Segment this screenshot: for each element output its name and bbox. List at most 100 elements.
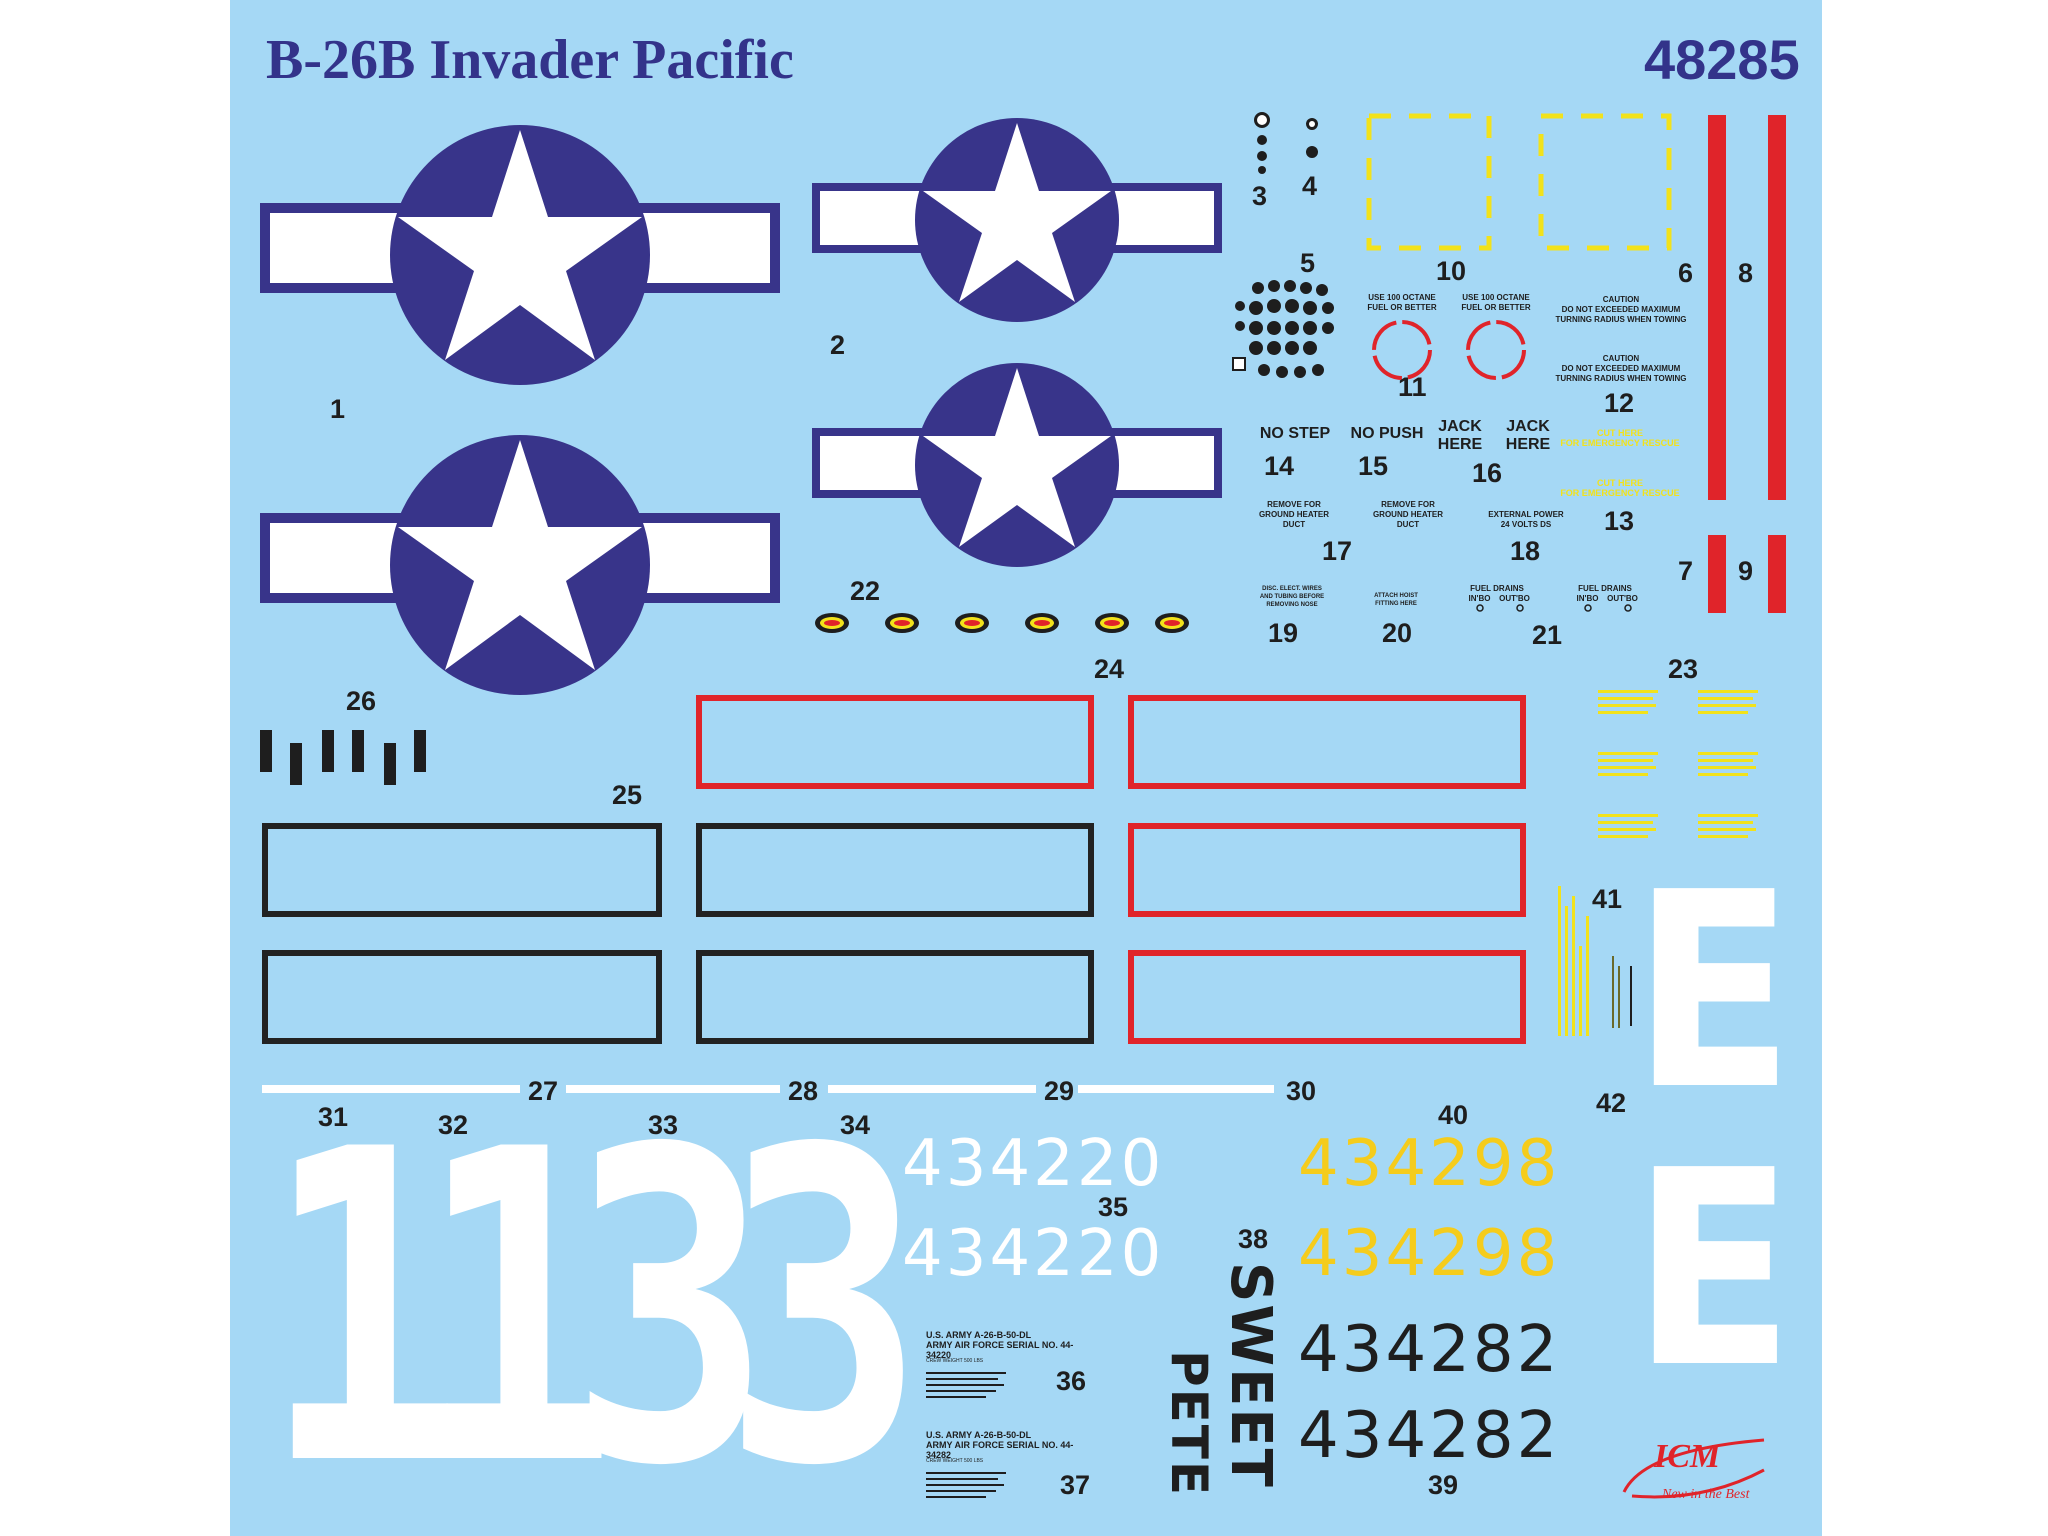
decal-number-20: 20 (1382, 618, 1413, 648)
inbo-label-2: IN'BO (1576, 594, 1599, 603)
caution-placard-2: CAUTION DO NOT EXCEEDED MAXIMUM TURNING … (1555, 354, 1687, 383)
serial-yellow-2: 434298 (1298, 1217, 1561, 1291)
letter-e-bottom: E (1632, 1112, 1795, 1427)
decal-number-3: 3 (1252, 181, 1268, 211)
decal-number-9: 9 (1738, 556, 1754, 586)
decal-number-21: 21 (1532, 620, 1563, 650)
cut-here-1: CUT HERE FOR EMERGENCY RESCUE (1560, 428, 1680, 448)
decal-number-2: 2 (830, 330, 846, 360)
decal-number-28: 28 (780, 1078, 827, 1105)
decal-number-5: 5 (1300, 248, 1316, 278)
decal-number-27: 27 (520, 1078, 567, 1105)
decal-number-31: 31 (318, 1102, 349, 1132)
serial-yellow-1: 434298 (1298, 1127, 1561, 1201)
no-push-stencil: NO PUSH (1350, 425, 1424, 442)
decal-number-26: 26 (346, 686, 377, 716)
crew-weight-text-1: CREW WEIGHT 500 LBS (926, 1358, 984, 1364)
red-stripe-8 (1768, 115, 1786, 500)
army-data-block-2: U.S. ARMY A-26-B-50-DL ARMY AIR FORCE SE… (926, 1430, 1074, 1460)
crew-weight-text-2: CREW WEIGHT 500 LBS (926, 1458, 984, 1464)
sweet-nose-art: SWEET (1218, 1262, 1283, 1489)
serial-black-1: 434282 (1298, 1313, 1561, 1387)
decal-number-37: 37 (1060, 1470, 1091, 1500)
fuel-drains-placard-1: FUEL DRAINS (1470, 584, 1524, 593)
decal-number-35: 35 (1098, 1192, 1129, 1222)
decal-number-1: 1 (330, 394, 346, 424)
serial-white-2: 434220 (902, 1217, 1165, 1291)
decal-number-32: 32 (438, 1110, 469, 1140)
decal-sheet: B-26B Invader Pacific 48285 1 2 3 4 (230, 0, 1822, 1536)
decal-number-23: 23 (1668, 654, 1699, 684)
black-frame-1 (262, 823, 662, 917)
jack-here-stencil-1: JACK HERE (1437, 418, 1483, 453)
decal-number-16: 16 (1472, 458, 1503, 488)
attach-hoist-placard: ATTACH HOIST FITTING HERE (1374, 593, 1418, 607)
remove-heater-placard-1: REMOVE FOR GROUND HEATER DUCT (1258, 500, 1330, 529)
red-frame-3 (1128, 823, 1526, 917)
decal-number-13: 13 (1604, 506, 1635, 536)
decal-number-24: 24 (1094, 654, 1125, 684)
fuel-placard-2: USE 100 OCTANE FUEL OR BETTER (1461, 293, 1531, 312)
caution-placard-1: CAUTION DO NOT EXCEEDED MAXIMUM TURNING … (1555, 295, 1687, 324)
decal-number-22: 22 (850, 576, 881, 606)
serial-white-1: 434220 (902, 1127, 1165, 1201)
red-frame-1 (696, 695, 1094, 789)
star-bar-insignia-medium-bottom (812, 363, 1222, 567)
decal-number-33: 33 (648, 1110, 679, 1140)
decal-number-10: 10 (1436, 256, 1467, 286)
black-frame-3 (262, 950, 662, 1044)
black-bar-markings (260, 730, 426, 785)
decal-number-29: 29 (1036, 1078, 1083, 1105)
data-block-lines-1 (926, 1372, 1006, 1398)
yellow-walkway-frames (1366, 113, 1672, 251)
instrument-gauges-small (1254, 112, 1318, 174)
red-stripe-7 (1708, 535, 1726, 613)
star-bar-insignia-medium-top (812, 118, 1222, 322)
red-stripe-6 (1708, 115, 1726, 500)
white-line-28a (570, 1085, 816, 1093)
decal-number-14: 14 (1264, 451, 1295, 481)
star-bar-insignia-large-top (260, 125, 780, 385)
cut-here-2: CUT HERE FOR EMERGENCY RESCUE (1560, 478, 1680, 498)
decal-number-41: 41 (1592, 884, 1623, 914)
decal-number-30: 30 (1286, 1076, 1317, 1106)
serial-black-2: 434282 (1298, 1399, 1561, 1473)
small-roundel-row (815, 613, 1189, 633)
yellow-vertical-stencils (1558, 886, 1632, 1036)
black-frame-4 (696, 950, 1094, 1044)
pete-text-wrapper: PETE (1152, 1350, 1222, 1500)
decal-number-8: 8 (1738, 258, 1754, 288)
decal-number-4: 4 (1302, 171, 1318, 201)
decal-number-36: 36 (1056, 1366, 1087, 1396)
outbo-label-2: OUT'BO (1607, 594, 1638, 603)
decal-number-25: 25 (612, 780, 643, 810)
decal-number-15: 15 (1358, 451, 1389, 481)
icm-logo-icon (1622, 1438, 1765, 1499)
decal-number-39: 39 (1428, 1470, 1459, 1500)
decal-number-18: 18 (1510, 536, 1541, 566)
disconnect-wires-placard: DISC. ELECT. WIRES AND TUBING BEFORE REM… (1259, 586, 1325, 608)
fuel-drain-dots (1476, 604, 1632, 612)
black-frame-2 (696, 823, 1094, 917)
white-line-27 (262, 1085, 732, 1093)
red-stripe-9 (1768, 535, 1786, 613)
no-step-stencil: NO STEP (1259, 425, 1331, 442)
large-aircraft-number: 1133 (262, 1060, 925, 1536)
star-bar-insignia-large-bottom (260, 435, 780, 695)
decal-number-17: 17 (1322, 536, 1353, 566)
pete-nose-art: PETE (1160, 1350, 1218, 1498)
decal-number-42: 42 (1596, 1088, 1627, 1118)
letter-e-top: E (1632, 834, 1795, 1149)
red-frame-4 (1128, 950, 1526, 1044)
fuel-drains-placard-2: FUEL DRAINS (1578, 584, 1632, 593)
decal-number-40: 40 (1438, 1100, 1469, 1130)
kit-number: 48285 (1644, 28, 1800, 91)
decal-number-12: 12 (1604, 388, 1635, 418)
white-line-30 (1078, 1085, 1274, 1093)
decal-number-7: 7 (1678, 556, 1694, 586)
icm-tagline: New in the Best (1662, 1487, 1750, 1502)
sheet-title: B-26B Invader Pacific (266, 29, 794, 91)
white-line-29 (828, 1085, 1072, 1093)
decal-number-19: 19 (1268, 618, 1299, 648)
decal-number-34: 34 (840, 1110, 871, 1140)
